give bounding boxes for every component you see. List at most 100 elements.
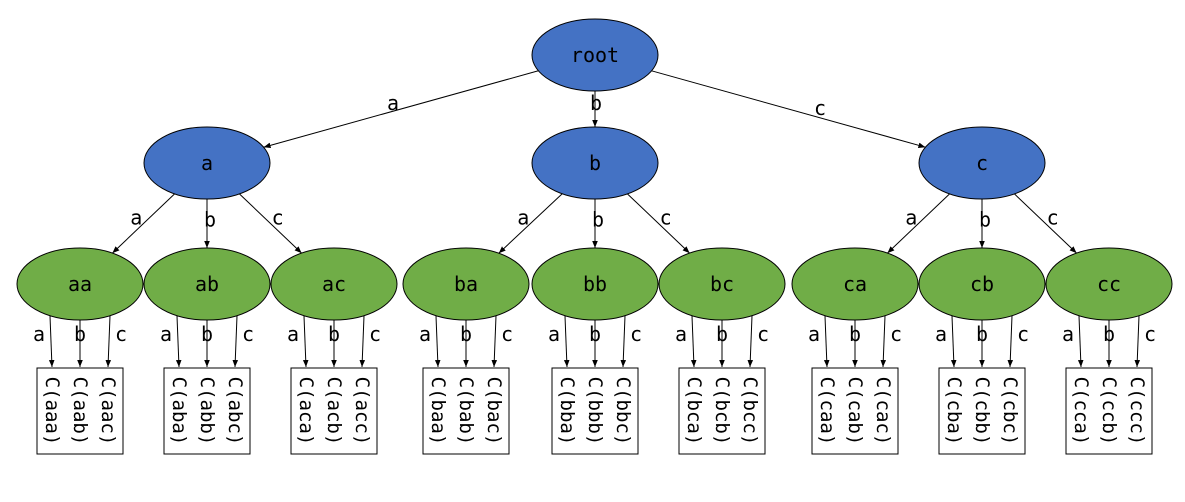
node-label-ac: ac (322, 272, 346, 296)
edge-label-ac-0: a (287, 322, 299, 346)
edge-label-root-c: c (814, 96, 826, 120)
edge-label-ba-0: a (419, 322, 431, 346)
edge-label-cc-0: a (1062, 322, 1074, 346)
leaf-item: C(aba) (168, 377, 190, 446)
leaf-item: C(aac) (97, 377, 119, 446)
edge-b-ba (498, 193, 563, 254)
leaf-item: C(cca) (1070, 377, 1092, 446)
edge-a-ac (239, 193, 302, 254)
node-label-bb: bb (583, 272, 607, 296)
edge-label-cc-1: b (1103, 322, 1115, 346)
edge-label-ba: a (517, 206, 529, 230)
edge-ba-leaf-2 (491, 315, 498, 368)
leaf-item: C(aca) (295, 377, 317, 446)
edge-root-a (263, 70, 539, 149)
node-label-ab: ab (195, 272, 219, 296)
node-c (918, 126, 1046, 200)
edge-root-c (651, 70, 926, 149)
root-node-label: root (571, 43, 619, 67)
node-label-c: c (976, 151, 988, 175)
leaf-item: C(bca) (683, 377, 705, 446)
edge-label-aa-0: a (33, 322, 45, 346)
edge-label-ca: a (905, 206, 917, 230)
leaf-box-ac (290, 367, 378, 455)
leaf-item: C(bac) (483, 377, 505, 446)
edge-cc-leaf-0 (1077, 315, 1084, 368)
node-label-cb: cb (970, 272, 994, 296)
node-bc (658, 247, 786, 321)
leaf-item: C(ccb) (1098, 377, 1120, 446)
edge-ac-leaf-0 (302, 315, 309, 368)
edge-cb-leaf-0 (950, 315, 957, 368)
edge-cb-leaf-2 (1007, 315, 1014, 368)
edge-ab-leaf-2 (232, 315, 239, 368)
edge-label-bc-1: b (716, 322, 728, 346)
node-b (531, 126, 659, 200)
edge-label-bb-1: b (589, 322, 601, 346)
edge-label-cc: c (1047, 206, 1059, 230)
edge-label-ac: c (272, 206, 284, 230)
edge-label-ab-1: b (201, 322, 213, 346)
leaf-box-cb (938, 367, 1026, 455)
edge-label-aa-2: c (115, 322, 127, 346)
edge-c-cc (1014, 193, 1077, 254)
edge-label-cc-2: c (1144, 322, 1156, 346)
leaf-item: C(cbc) (999, 377, 1021, 446)
edge-aa-leaf-2 (105, 315, 112, 368)
edge-label-ba-1: b (460, 322, 472, 346)
edge-label-bb-2: c (630, 322, 642, 346)
leaf-item: C(baa) (427, 377, 449, 446)
node-label-bc: bc (710, 272, 734, 296)
leaf-box-aa (36, 367, 124, 455)
edge-label-aa: a (130, 206, 142, 230)
node-ac (270, 247, 398, 321)
edge-label-ab: b (204, 208, 216, 232)
edge-label-bc-2: c (757, 322, 769, 346)
node-ab (143, 247, 271, 321)
edge-bc-leaf-2 (747, 315, 754, 368)
node-label-ba: ba (454, 272, 478, 296)
leaf-box-bb (551, 367, 639, 455)
edge-bc-leaf-0 (690, 315, 697, 368)
edge-label-bb: b (592, 208, 604, 232)
edge-label-cb: b (979, 208, 991, 232)
node-ca (791, 247, 919, 321)
leaf-item: C(ccc) (1126, 377, 1148, 446)
node-label-b: b (589, 151, 601, 175)
edge-label-bc: c (660, 206, 672, 230)
leaf-box-cc (1065, 367, 1153, 455)
leaf-item: C(aaa) (41, 377, 63, 446)
leaf-box-ca (811, 367, 899, 455)
node-label-aa: aa (68, 272, 92, 296)
leaf-box-ba (422, 367, 510, 455)
leaf-item: C(bcc) (739, 377, 761, 446)
node-label-cc: cc (1097, 272, 1121, 296)
leaf-item: C(bcb) (711, 377, 733, 446)
edge-label-ba-2: c (501, 322, 513, 346)
edge-label-root-b: b (590, 91, 602, 115)
node-bb (531, 247, 659, 321)
leaf-item: C(aab) (69, 377, 91, 446)
leaf-item: C(bab) (455, 377, 477, 446)
leaf-item: C(bba) (556, 377, 578, 446)
edge-label-ab-2: c (242, 322, 254, 346)
edge-b-bc (627, 193, 690, 254)
node-aa (16, 247, 144, 321)
edge-ab-leaf-0 (175, 315, 182, 368)
leaf-item: C(acb) (323, 377, 345, 446)
edge-label-root-a: a (387, 91, 399, 115)
edge-label-cb-1: b (976, 322, 988, 346)
leaf-item: C(cbb) (971, 377, 993, 446)
edge-label-ca-0: a (808, 322, 820, 346)
edge-label-ac-1: b (328, 322, 340, 346)
edge-label-ac-2: c (369, 322, 381, 346)
edge-label-bc-0: a (675, 322, 687, 346)
leaf-item: C(cba) (943, 377, 965, 446)
edge-bb-leaf-2 (620, 315, 627, 368)
edge-bb-leaf-0 (563, 315, 570, 368)
node-label-ca: ca (843, 272, 867, 296)
edge-label-bb-0: a (548, 322, 560, 346)
edge-cc-leaf-2 (1134, 315, 1141, 368)
